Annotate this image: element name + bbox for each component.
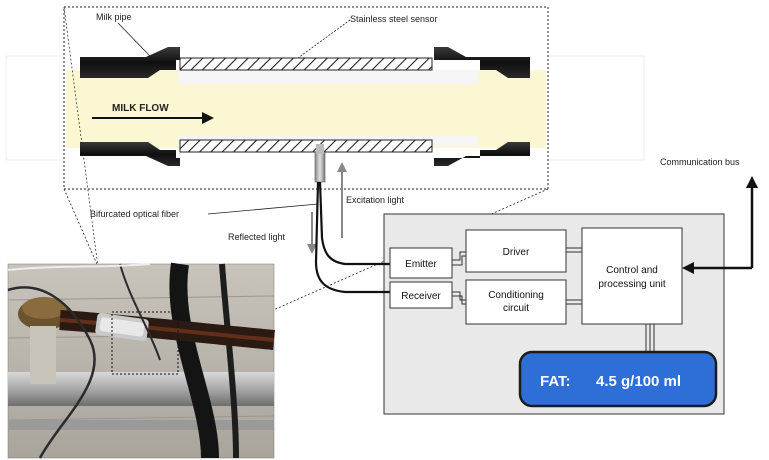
left-guide-box [6, 56, 66, 160]
communication-bus-label: Communication bus [660, 157, 740, 167]
control-label-2: processing unit [598, 279, 665, 290]
control-label-1: Control and [606, 265, 658, 276]
fat-value: 4.5 g/100 ml [596, 373, 681, 390]
conditioning-label-2: circuit [503, 303, 529, 314]
conditioning-label-1: Conditioning [488, 290, 544, 301]
sensor-photo [8, 264, 274, 458]
fiber-leader [208, 204, 318, 214]
emitter-label: Emitter [405, 259, 437, 270]
conditioning-block [466, 280, 566, 324]
milk-flow-label: MILK FLOW [112, 103, 169, 114]
stainless-sensor-label: Stainless steel sensor [350, 14, 438, 24]
excitation-light-label: Excitation light [346, 195, 405, 205]
sensor-wall-bottom [180, 140, 432, 152]
sensor-wall-top [180, 58, 432, 70]
bifurcated-fiber-label: Bifurcated optical fiber [90, 209, 179, 219]
optical-probe [315, 152, 325, 182]
receiver-label: Receiver [401, 291, 441, 302]
reflected-light-label: Reflected light [228, 232, 286, 242]
control-block [582, 228, 682, 324]
sensor-bore [178, 70, 478, 84]
milk-pipe-label: Milk pipe [96, 12, 132, 22]
fat-label: FAT: [540, 373, 571, 390]
driver-label: Driver [503, 247, 530, 258]
probe-tip [316, 144, 324, 154]
right-guide-box [548, 56, 644, 160]
bus-arrow-up [746, 176, 758, 188]
